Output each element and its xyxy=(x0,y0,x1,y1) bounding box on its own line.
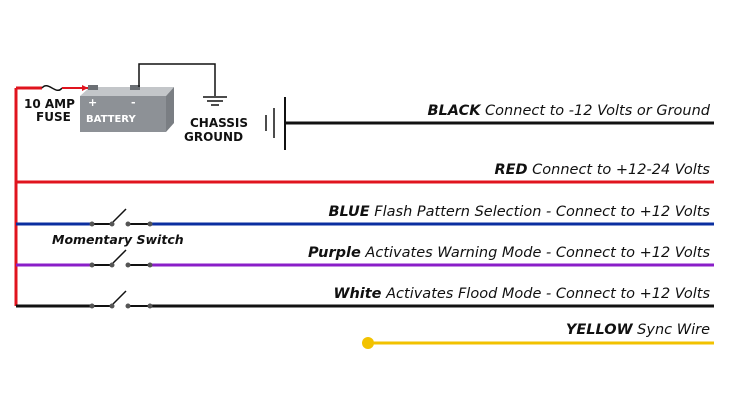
label-blue: BLUE Flash Pattern Selection - Connect t… xyxy=(328,204,710,220)
fuse-label-line1: 10 AMP xyxy=(24,97,75,111)
battery-top xyxy=(80,87,174,96)
purple-switch xyxy=(89,249,153,268)
label-white: White Activates Flood Mode - Connect to … xyxy=(333,286,710,302)
label-purple: Purple Activates Warning Mode - Connect … xyxy=(308,245,710,261)
fuse-symbol xyxy=(41,85,63,91)
yellow-end-dot xyxy=(362,337,374,349)
momentary-switch-label: Momentary Switch xyxy=(52,232,184,247)
battery-minus: - xyxy=(131,96,136,109)
label-red: RED Connect to +12-24 Volts xyxy=(494,162,710,178)
chassis-label-line2: GROUND xyxy=(184,130,243,144)
white-switch xyxy=(89,290,153,309)
fuse-arrow xyxy=(82,85,88,91)
battery-label: BATTERY xyxy=(86,114,136,125)
label-black: BLACK Connect to -12 Volts or Ground xyxy=(428,103,711,119)
battery-post-positive xyxy=(88,85,98,90)
battery-side xyxy=(80,96,166,132)
blue-switch xyxy=(89,208,153,227)
battery-post-negative xyxy=(130,85,140,90)
battery-edge xyxy=(166,87,174,132)
chassis-label-line1: CHASSIS xyxy=(190,116,248,130)
battery-plus: + xyxy=(88,96,97,109)
ground-wire xyxy=(138,63,216,96)
battery: + - BATTERY xyxy=(80,85,174,132)
fuse-label-line2: FUSE xyxy=(36,110,71,124)
ground-symbol xyxy=(203,96,227,106)
label-yellow: YELLOW Sync Wire xyxy=(566,322,710,338)
